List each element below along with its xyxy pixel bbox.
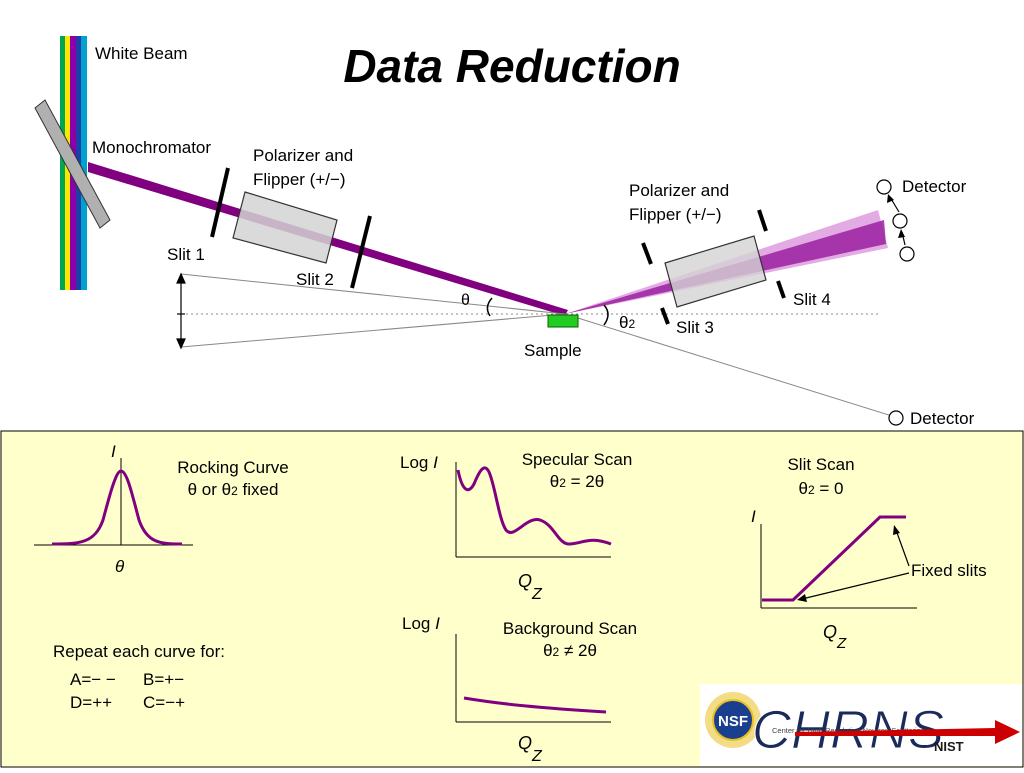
geometry-lines [180,273,893,417]
detector-bottom [888,410,904,426]
specular-scan-subtitle: θ2 = 2θ [550,472,604,491]
nsf-badge: NSF [705,692,761,748]
slit-1-label: Slit 1 [167,245,205,264]
rocking-curve-line [51,469,183,546]
background-scan-plot: Log I Background Scan θ2 ≠ 2θ QZ [402,614,637,765]
slit-scan-title: Slit Scan [787,455,854,474]
rocking-curve-subtitle: θ or θ2 fixed [188,480,279,499]
slit-3-upper [641,242,653,265]
polarizer-2-line-1: Polarizer and [629,181,729,200]
theta2-label: θ2 [619,313,635,332]
specular-scan-ylabel: Log I [400,453,438,472]
slit-4-lower [776,280,786,299]
detector-arc [876,179,915,262]
polarizer-2-label: Polarizer and Flipper (+/−) [629,181,734,224]
detector-circle-low [899,246,915,262]
specular-scan-title: Specular Scan [522,450,633,469]
sample [547,314,579,328]
rocking-curve-ylabel: I [111,442,116,461]
slit-scan-annotation: Fixed slits [911,561,987,580]
slit-3-lower [660,307,670,325]
polarizer-1-line-1: Polarizer and [253,146,353,165]
detector-top-label: Detector [902,177,967,196]
detector-bottom-label: Detector [910,409,975,428]
slit-4-label: Slit 4 [793,290,831,309]
red-arrow-icon [795,720,1020,744]
background-scan-title: Background Scan [503,619,637,638]
slit-3-label: Slit 3 [676,318,714,337]
slit-scan-plot: I Slit Scan θ2 = 0 Fixed slits QZ [751,455,987,652]
repeat-a: A=− − [70,670,116,689]
rocking-curve-plot: I θ Rocking Curve θ or θ2 fixed [34,442,289,576]
monochromator-label: Monochromator [92,138,211,157]
detector-circle-top [876,179,892,195]
nist-label: NIST [934,739,964,754]
beam-width-arrow [176,272,186,350]
repeat-d: D=++ [70,693,112,712]
background-scan-ylabel: Log I [402,614,440,633]
background-scan-line [463,696,607,714]
slit-1 [210,167,230,238]
chrns-logo: NSF CHRNS Center for High Resolution Neu… [700,684,1022,766]
repeat-b: B=+− [143,670,184,689]
slit-scan-line [762,515,906,602]
white-beam-label: White Beam [95,44,188,63]
repeat-note: Repeat each curve for: A=− − B=+− D=++ C… [53,642,225,712]
specular-scan-xlabel: QZ [518,571,543,603]
slit-scan-xlabel: QZ [823,622,847,652]
detector-circle-mid [892,213,908,229]
nsf-badge-text: NSF [718,713,748,730]
specular-scan-plot: Log I Specular Scan θ2 = 2θ QZ [400,450,632,603]
polarizer-2-line-2: Flipper (+/−) [629,205,722,224]
polarizer-1-line-2: Flipper (+/−) [253,170,346,189]
monochromator-crystal [34,99,111,229]
slit-2-label: Slit 2 [296,270,334,289]
sample-label: Sample [524,341,582,360]
theta-label: θ [461,292,470,309]
slit-2 [350,215,372,289]
specular-scan-line [456,466,612,546]
background-scan-xlabel: QZ [518,733,543,765]
theta2-arc [603,304,609,326]
background-scan-subtitle: θ2 ≠ 2θ [543,641,597,660]
theta-arc [486,297,493,317]
polarizer-1-label: Polarizer and Flipper (+/−) [253,146,358,189]
slit-scan-subtitle: θ2 = 0 [799,479,844,498]
slit-scan-ylabel: I [751,507,756,526]
slide-title: Data Reduction [343,40,680,92]
repeat-heading: Repeat each curve for: [53,642,225,661]
slit-4-upper [757,209,768,232]
repeat-c: C=−+ [143,693,185,712]
rocking-curve-title: Rocking Curve [177,458,289,477]
chrns-subtitle: Center for High Resolution Neutron Scatt… [772,726,925,735]
polarizer-2 [664,235,767,308]
polarizer-1 [232,191,338,264]
rocking-curve-xlabel: θ [115,557,125,576]
